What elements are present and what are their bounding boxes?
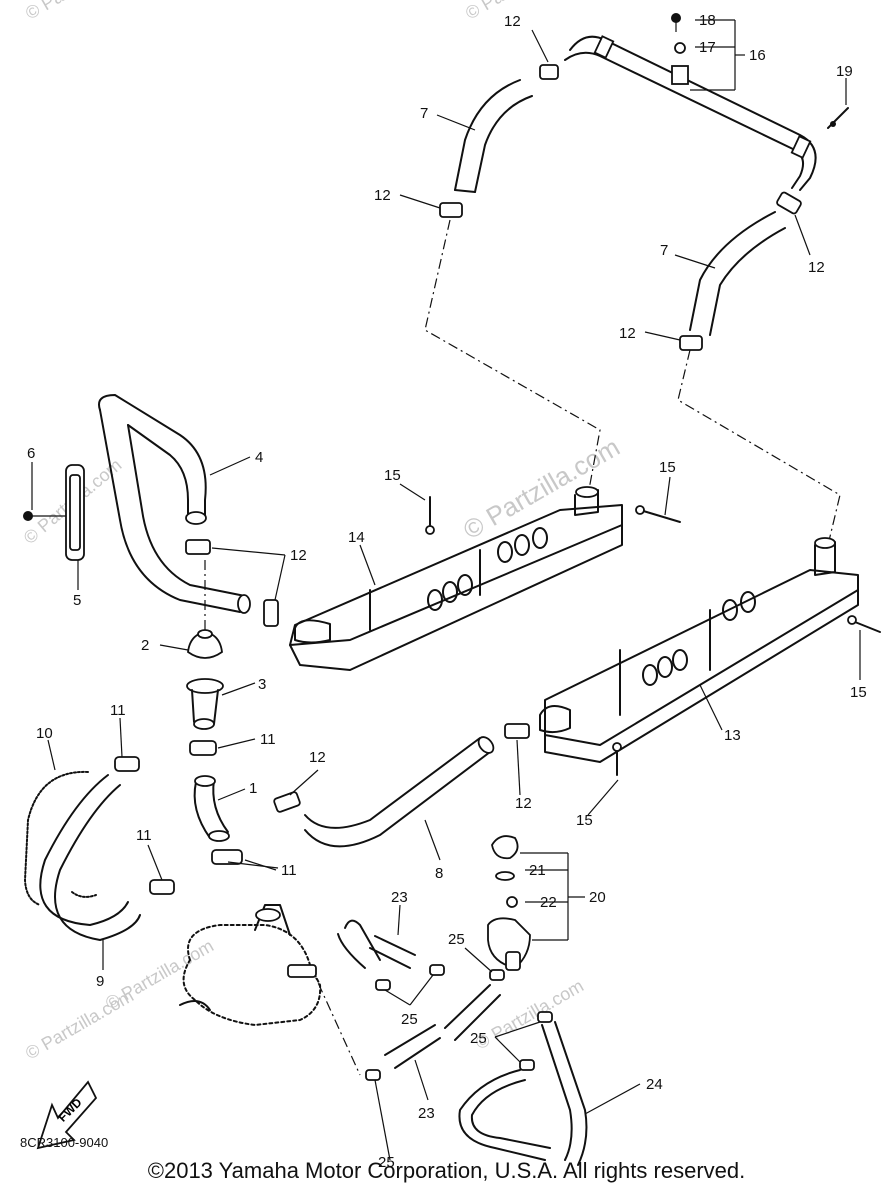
callout-14: 14 (348, 529, 365, 546)
exchanger-13 (539, 537, 859, 763)
clamp-12-left (185, 539, 279, 627)
callout-11: 11 (281, 862, 297, 879)
callouts: 12 18 17 16 19 7 12 7 12 12 4 6 15 15 14… (20, 12, 867, 1171)
rivets-15 (425, 496, 881, 776)
pipe-assembly-16 (564, 35, 817, 191)
callout-19: 19 (836, 63, 853, 80)
callout-25: 25 (470, 1030, 487, 1047)
callout-3: 3 (258, 676, 266, 693)
bolt-18 (671, 13, 681, 32)
alignment-lines (204, 219, 841, 1076)
callout-20: 20 (589, 889, 606, 906)
bracket-5 (65, 464, 85, 561)
callout-24: 24 (646, 1076, 663, 1093)
hose-8 (304, 736, 495, 848)
hose-24 (458, 1021, 588, 1166)
callout-25: 25 (378, 1154, 395, 1171)
callout-10: 10 (36, 725, 53, 742)
watermark-text: © Partzilla.com (472, 975, 587, 1053)
callout-12: 12 (290, 547, 307, 564)
hose-23-top (337, 919, 416, 969)
callout-22: 22 (540, 894, 557, 911)
callout-6: 6 (27, 445, 35, 462)
hose-7-left (454, 79, 533, 193)
valve-assembly-20 (487, 835, 531, 971)
leader-lines (31, 19, 861, 1161)
callout-12: 12 (309, 749, 326, 766)
pipe-4 (98, 394, 251, 614)
hose-10 (23, 770, 89, 906)
pump-housing (179, 904, 322, 1026)
clamp-12-mid (273, 723, 530, 813)
callout-7: 7 (660, 242, 668, 259)
clamps-25 (365, 964, 553, 1081)
callout-16: 16 (749, 47, 766, 64)
callout-25: 25 (401, 1011, 418, 1028)
exchanger-14 (289, 486, 623, 671)
watermark-text: © Partzilla.com (22, 0, 137, 23)
callout-7: 7 (420, 105, 428, 122)
callout-12: 12 (374, 187, 391, 204)
callout-2: 2 (141, 637, 149, 654)
callout-12: 12 (808, 259, 825, 276)
callout-15: 15 (659, 459, 676, 476)
callout-12: 12 (515, 795, 532, 812)
copyright-notice: ©2013 Yamaha Motor Corporation, U.S.A. A… (147, 1158, 746, 1183)
callout-15: 15 (850, 684, 867, 701)
callout-12: 12 (619, 325, 636, 342)
rivet-19 (827, 107, 849, 129)
callout-9: 9 (96, 973, 104, 990)
diagram-code: 8CR3100-9040 (20, 1135, 108, 1150)
clamp-11-mid (189, 740, 243, 865)
callout-11: 11 (136, 827, 152, 844)
callout-1: 1 (249, 780, 257, 797)
callout-17: 17 (699, 39, 716, 56)
callout-15: 15 (384, 467, 401, 484)
clamp-12-top (439, 64, 802, 351)
callout-12: 12 (504, 13, 521, 30)
callout-23: 23 (418, 1105, 435, 1122)
hose-23-bottom (384, 984, 501, 1069)
callout-15: 15 (576, 812, 593, 829)
clamp-11-left (114, 756, 175, 895)
callout-8: 8 (435, 865, 443, 882)
callout-4: 4 (255, 449, 263, 466)
watermark-text: © Partzilla.com (22, 985, 137, 1063)
nut-17 (674, 42, 686, 54)
callout-13: 13 (724, 727, 741, 744)
elbow-3 (186, 678, 224, 730)
hose-7-right (689, 211, 786, 336)
callout-5: 5 (73, 592, 81, 609)
callout-21: 21 (529, 862, 546, 879)
hose-9 (39, 774, 141, 942)
callout-18: 18 (699, 12, 716, 29)
callout-25: 25 (448, 931, 465, 948)
cap-2 (187, 629, 223, 659)
callout-23: 23 (391, 889, 408, 906)
bolt-6 (23, 511, 66, 521)
callout-11: 11 (110, 702, 126, 719)
hose-1 (193, 775, 230, 842)
callout-11: 11 (260, 731, 276, 748)
